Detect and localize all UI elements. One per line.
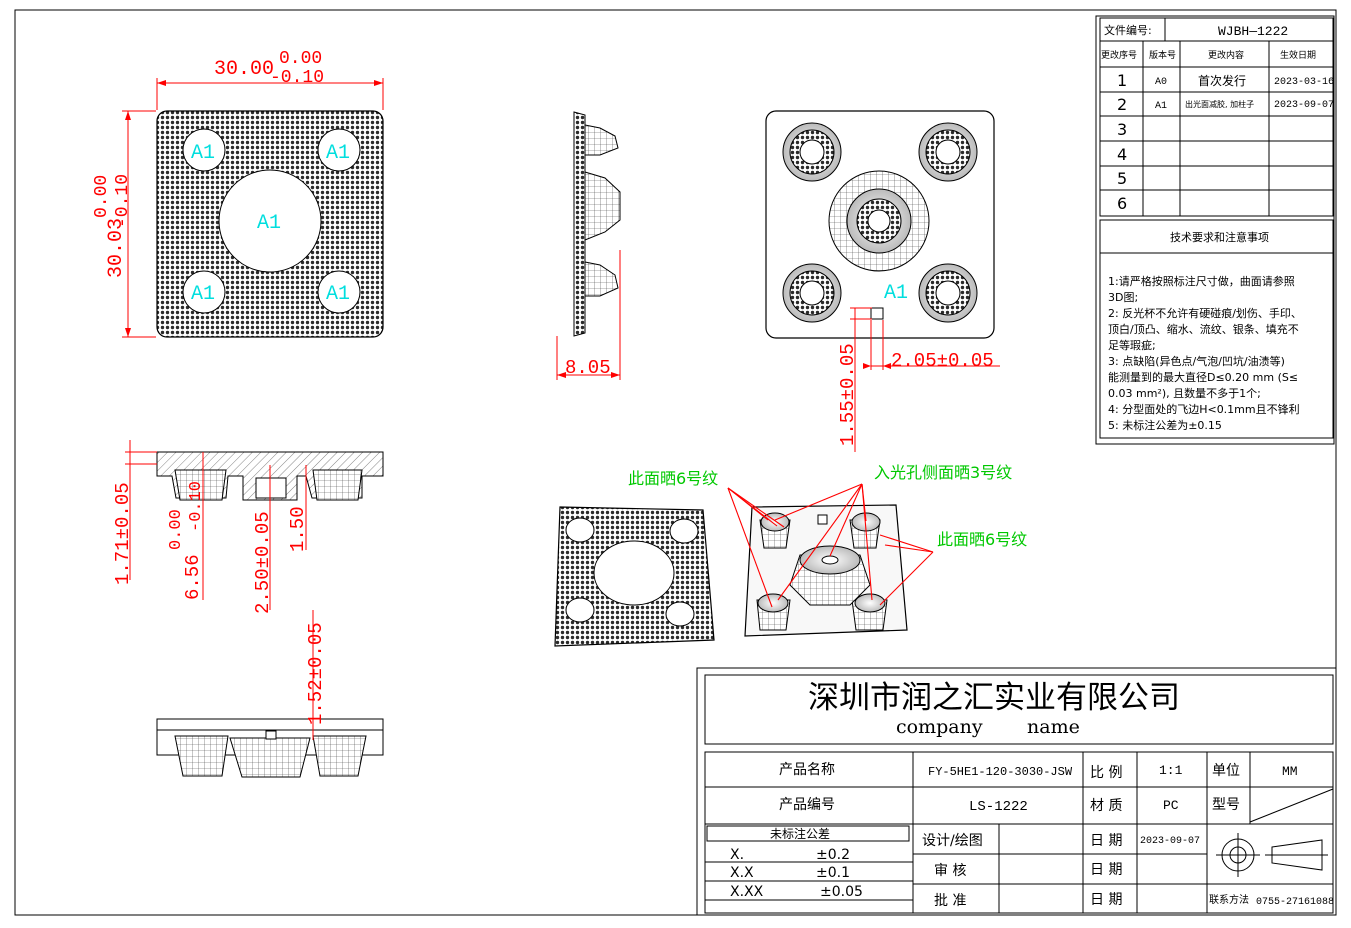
step-dimension: 1.50 — [287, 506, 309, 552]
product-no-label: 产品编号 — [779, 797, 835, 813]
design-date: 2023-09-07 — [1140, 836, 1200, 847]
tolerance-title: 未标注公差 — [770, 826, 830, 841]
review-date-label: 日 期 — [1090, 862, 1122, 878]
rev-row-version: A0 — [1155, 77, 1167, 88]
texture-callouts: 此面晒6号纹 入光孔侧面晒3号纹 此面晒6号纹 — [628, 463, 1027, 608]
back-view: A1 2.05±0.05 1.55±0.05 — [765, 110, 1000, 452]
unit-label: 单位 — [1212, 763, 1240, 779]
doc-no-label: 文件编号: — [1104, 23, 1152, 37]
product-name-label: 产品名称 — [779, 762, 835, 778]
scale-value: 1:1 — [1159, 763, 1183, 778]
rev-row-version: A1 — [1155, 101, 1167, 112]
review-label: 审 核 — [934, 863, 966, 879]
height-dimension: 30.03 — [105, 218, 128, 278]
note-line: 5: 未标注公差为±0.15 — [1108, 418, 1222, 432]
iso-view-front — [554, 506, 715, 647]
pin-width-dimension: 2.05±0.05 — [891, 350, 994, 372]
approve-label: 批 准 — [934, 893, 966, 909]
a1-label: A1 — [884, 282, 908, 305]
company-name-en: name — [1027, 716, 1080, 738]
doc-no: WJBH—1222 — [1218, 24, 1288, 39]
rev-row-content: 首次发行 — [1198, 73, 1246, 88]
note-line: 0.03 mm²), 且数量不多于1个; — [1108, 386, 1261, 400]
tolerance-value: ±0.05 — [820, 884, 863, 900]
width-tolerance-lower: -0.10 — [270, 68, 324, 88]
bottom-view: 1.52±0.05 — [156, 610, 384, 778]
note-line: 4: 分型面处的飞边H<0.1mm且不锋利 — [1108, 402, 1300, 416]
note-line: 2: 反光杯不允许有硬碰痕/划伤、手印、 — [1108, 306, 1302, 320]
texture-note-left: 此面晒6号纹 — [628, 469, 718, 488]
scale-label: 比 例 — [1090, 765, 1122, 781]
note-line: 足等瑕疵; — [1108, 338, 1156, 352]
contact-label: 联系方法 — [1209, 893, 1249, 906]
title-block: 深圳市润之汇实业有限公司 company name 产品名称 FY-5HE1-1… — [696, 667, 1337, 916]
sheet-border — [14, 9, 1337, 916]
overall-height-dimension: 6.56 — [182, 554, 204, 600]
design-date-label: 日 期 — [1090, 833, 1122, 849]
company-name-en: company — [896, 716, 983, 738]
rev-row-no: 6 — [1117, 194, 1127, 213]
tolerance-value: ±0.2 — [816, 847, 850, 863]
notes-title: 技术要求和注意事项 — [1170, 230, 1269, 244]
rev-header-version: 版本号 — [1149, 49, 1176, 61]
rev-header-date: 生效日期 — [1280, 49, 1316, 61]
rev-row-no: 2 — [1117, 95, 1127, 114]
revision-table: 文件编号: WJBH—1222 更改序号 版本号 更改内容 生效日期 1 A0 … — [1095, 15, 1335, 445]
rev-row-no: 3 — [1117, 120, 1127, 139]
projection-symbol-icon — [1216, 833, 1328, 877]
overall-tolerance-lower: -0.10 — [187, 481, 206, 532]
tolerance-format: X.XX — [730, 884, 764, 900]
material-label: 材 质 — [1090, 798, 1122, 814]
texture-note-center: 入光孔侧面晒3号纹 — [874, 463, 1012, 482]
side-view: 8.05 — [556, 111, 621, 380]
rev-row-no: 4 — [1117, 145, 1127, 164]
a1-label: A1 — [326, 142, 350, 165]
tolerance-format: X.X — [730, 865, 754, 881]
iso-view-back — [744, 504, 908, 637]
design-label: 设计/绘图 — [922, 833, 983, 849]
rev-row-date: 2023-03-16 — [1274, 77, 1334, 88]
rev-header-content: 更改内容 — [1208, 49, 1244, 61]
tolerance-format: X. — [730, 847, 744, 863]
height-tolerance-upper: 0.00 — [92, 175, 112, 218]
note-line: 3D图; — [1108, 291, 1138, 304]
a1-label: A1 — [326, 283, 350, 306]
material-value: PC — [1163, 798, 1179, 813]
pin-height-dimension: 1.55±0.05 — [837, 343, 859, 446]
rev-row-no: 1 — [1117, 71, 1127, 90]
approve-date-label: 日 期 — [1090, 892, 1122, 908]
width-tolerance-upper: 0.00 — [279, 49, 322, 69]
a1-label: A1 — [191, 142, 215, 165]
note-line: 顶白/顶凸、缩水、流纹、银条、填充不 — [1108, 322, 1299, 336]
side-thickness-dimension: 8.05 — [565, 357, 611, 379]
note-line: 能测量到的最大直径D≤0.20 mm (S≤ — [1108, 370, 1298, 384]
center-depth-dimension: 2.50±0.05 — [252, 511, 274, 614]
notes-lines: 1:请严格按照标注尺寸做，曲面请参照 3D图; 2: 反光杯不允许有硬碰痕/划伤… — [1108, 274, 1302, 432]
rev-header-no: 更改序号 — [1101, 49, 1137, 61]
rev-row-content: 出光面减胶, 加柱子 — [1185, 99, 1254, 109]
rev-row-date: 2023-09-07 — [1274, 100, 1334, 111]
width-dimension: 30.00 — [214, 58, 274, 81]
bottom-height-dimension: 1.52±0.05 — [305, 622, 327, 725]
a1-label: A1 — [191, 283, 215, 306]
model-label: 型号 — [1212, 797, 1240, 813]
overall-tolerance-upper: 0.00 — [167, 509, 186, 550]
contact-value: 0755-27161088 — [1256, 897, 1334, 908]
company-name-cn: 深圳市润之汇实业有限公司 — [808, 680, 1180, 716]
section-view: 1.71±0.05 6.56 0.00 -0.10 2.50±0.05 1.50 — [112, 440, 384, 614]
front-view: A1 A1 A1 A1 A1 30.00 0.00 -0.10 30.03 0.… — [92, 49, 384, 338]
plate-thickness-dimension: 1.71±0.05 — [112, 482, 134, 585]
product-name: FY-5HE1-120-3030-JSW — [928, 765, 1073, 779]
rev-row-no: 5 — [1117, 169, 1127, 188]
product-no: LS-1222 — [969, 799, 1028, 815]
tolerance-value: ±0.1 — [816, 865, 850, 881]
note-line: 1:请严格按照标注尺寸做，曲面请参照 — [1108, 274, 1295, 288]
height-tolerance-lower: -0.10 — [113, 174, 133, 228]
note-line: 3: 点缺陷(异色点/气泡/凹坑/油渍等) — [1108, 354, 1285, 368]
unit-value: MM — [1282, 764, 1298, 779]
texture-note-right: 此面晒6号纹 — [937, 530, 1027, 549]
a1-label: A1 — [257, 212, 281, 235]
